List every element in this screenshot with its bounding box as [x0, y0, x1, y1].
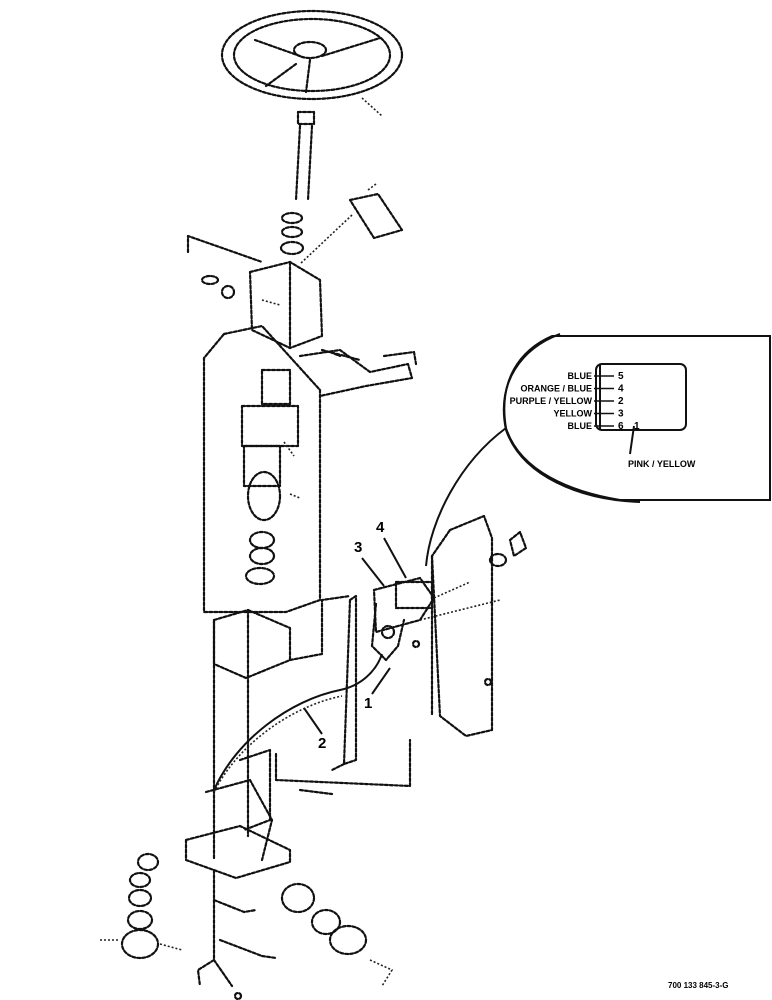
- steering-shaft: [279, 110, 316, 256]
- pin-number: 2: [618, 396, 624, 407]
- left-hardware: [100, 852, 183, 960]
- pin-number: 6: [618, 421, 624, 432]
- wire-color-label: BLUE: [568, 371, 593, 381]
- steering-wheel: [220, 9, 404, 117]
- callout-2: 2: [318, 735, 326, 752]
- connector-detail: [502, 333, 771, 503]
- column-plate: [202, 324, 322, 614]
- upper-bracket: [299, 183, 404, 265]
- wire-color-label: BLUE: [568, 421, 593, 431]
- inner-components: [240, 368, 301, 586]
- right-bracket: [430, 514, 528, 738]
- wire-color-label: PURPLE / YELLOW: [510, 396, 593, 406]
- callout-3: 3: [354, 539, 362, 556]
- side-bracket: [298, 348, 418, 398]
- lever-rod: [186, 234, 264, 300]
- wire-harness: [196, 868, 278, 1000]
- callout-4: 4: [376, 519, 385, 536]
- lower-column: [184, 594, 412, 880]
- mounting-bar: [330, 594, 358, 772]
- right-hardware: [280, 882, 394, 987]
- callouts: 4 3 1 2: [303, 519, 407, 752]
- pin-number: 4: [618, 384, 624, 395]
- figure-number: 700 133 845-3-G: [668, 981, 729, 990]
- pink-yellow-label: PINK / YELLOW: [628, 459, 696, 469]
- pin-number: 5: [618, 371, 624, 382]
- pink-yellow-lead: [629, 425, 635, 455]
- wire-color-label: ORANGE / BLUE: [520, 384, 592, 394]
- detail-leader: [425, 427, 507, 567]
- pin-number-extra: 1: [634, 421, 640, 432]
- wire-color-label: YELLOW: [554, 409, 593, 419]
- callout-1: 1: [364, 695, 372, 712]
- pin-number: 3: [618, 409, 624, 420]
- column-housing: [248, 260, 362, 362]
- switch-cable: [213, 653, 383, 793]
